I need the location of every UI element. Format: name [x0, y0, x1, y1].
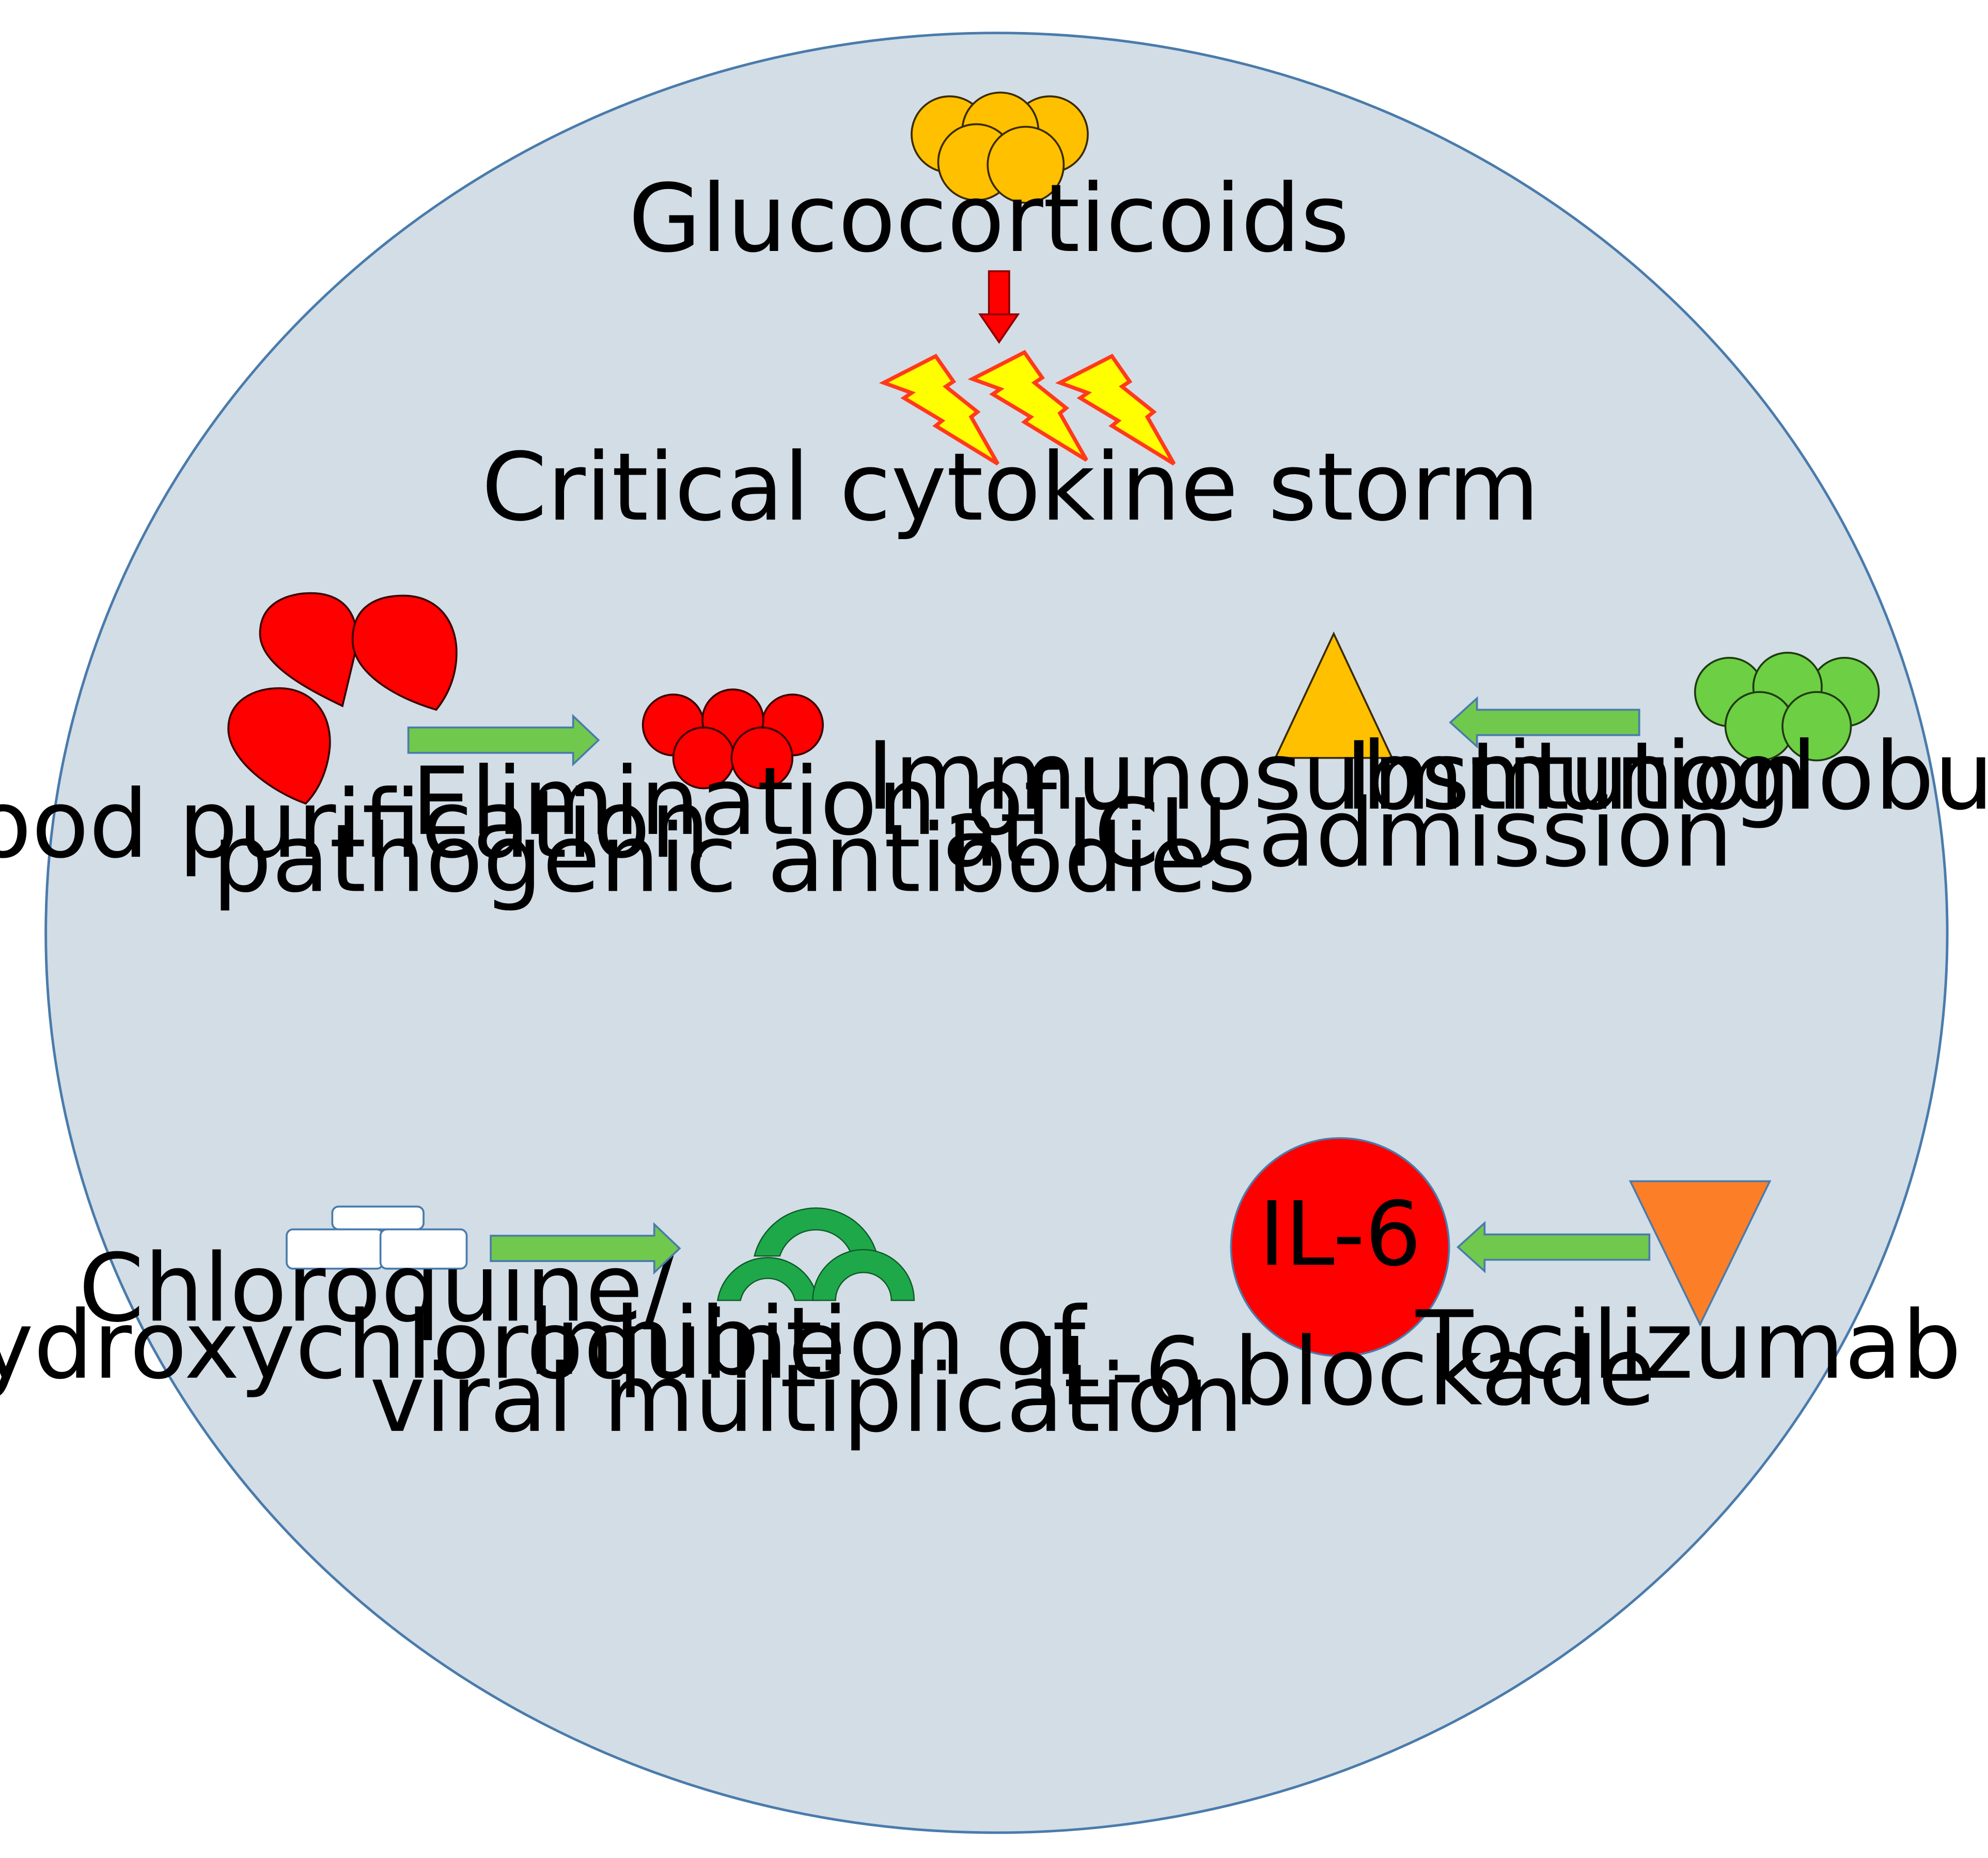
chloroquine-label-line2: Hydroxychloroquine	[0, 1290, 846, 1400]
tocilizumab-label: Tocilizumab	[1415, 1290, 1961, 1400]
cytokine-storm-label: Critical cytokine storm	[481, 432, 1539, 542]
lightning-bolt-icons	[879, 350, 1176, 466]
inhibition-label-line2: viral multiplication	[370, 1344, 1243, 1453]
lightning-bolt-icon	[1055, 353, 1176, 466]
lightning-bolt-icon	[879, 353, 1000, 466]
immunoglobulins-label: Immunoglobulins	[1345, 721, 1988, 831]
glucocorticoids-icon	[911, 91, 1089, 204]
teardrop-shapes	[227, 592, 458, 805]
green-arrow-left-2	[1457, 1221, 1651, 1273]
il6-circle-icon	[1230, 1137, 1450, 1357]
il6-circle-text: IL-6	[1259, 1183, 1421, 1286]
inhibition-label-line1: Inhibition of	[527, 1286, 1088, 1396]
elimination-label-line1: Elimination of	[411, 747, 1059, 856]
green-arrow-left	[1449, 696, 1640, 749]
chloroquine-tablets-icon	[286, 1205, 468, 1270]
antibodies-cluster-icon	[641, 688, 824, 790]
immunosubstitution-triangle-icon	[1274, 631, 1394, 759]
virus-arcs-detail	[717, 1207, 915, 1301]
lightning-bolt-icon	[967, 350, 1088, 462]
elimination-label-line2: pathogenic antibodies	[212, 804, 1256, 913]
green-arrow-right-2	[490, 1222, 681, 1275]
red-down-arrow	[978, 270, 1020, 344]
immunosubstitution-label-line1: Immunosubstitution	[867, 721, 1809, 831]
tocilizumab-triangle-icon	[1629, 1180, 1772, 1327]
background-circle	[44, 32, 1949, 1834]
blood-purification-label: Blood purification	[0, 769, 710, 879]
il6-blockade-label: IL-6 blockade	[1032, 1317, 1655, 1426]
immunoglobulins-icon	[1694, 652, 1880, 762]
immunosubstitution-label-line2: at ICU admission	[942, 778, 1733, 888]
glucocorticoids-label: Glucocorticoids	[629, 164, 1350, 273]
green-arrow-right	[407, 714, 600, 767]
